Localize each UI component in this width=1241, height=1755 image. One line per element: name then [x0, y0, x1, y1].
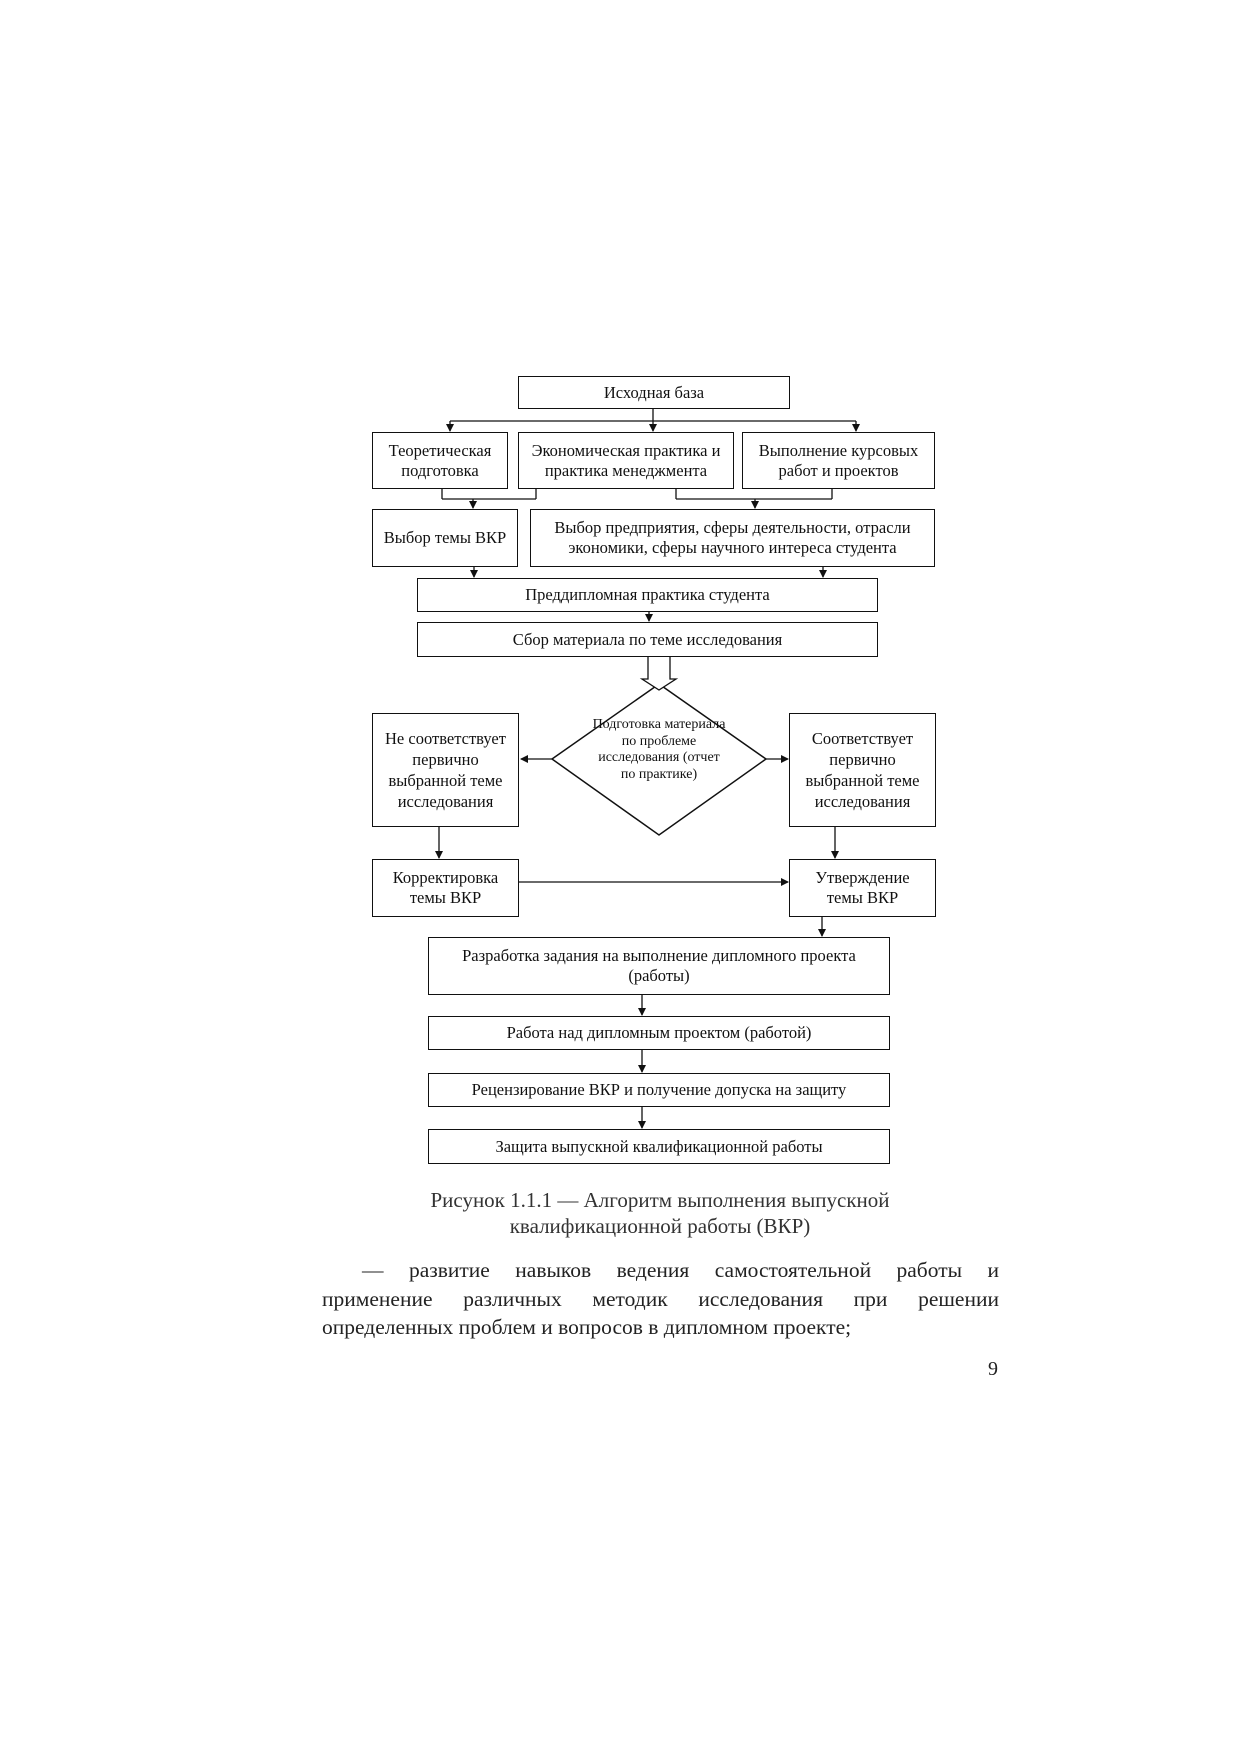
node-topic-choice: Выбор темы ВКР — [372, 509, 518, 567]
node-source-base: Исходная база — [518, 376, 790, 409]
figure-caption-line-2: квалификационной работы (ВКР) — [509, 1214, 811, 1238]
paragraph-line-2: применение различных методик исследовани… — [322, 1286, 999, 1311]
node-coursework: Выполнение курсовых работ и проектов — [742, 432, 935, 489]
decision-text: Подготовка материала по проблеме исследо… — [592, 717, 726, 782]
node-theory: Теоретическая подготовка — [372, 432, 508, 489]
figure-caption-line-1: Рисунок 1.1.1 — Алгоритм выполнения выпу… — [430, 1188, 890, 1212]
paragraph-line-1: — развитие навыков ведения самостоятельн… — [362, 1258, 999, 1282]
node-econ-practice: Экономическая практика и практика менедж… — [518, 432, 734, 489]
node-approval: Утверждение темы ВКР — [789, 859, 936, 917]
body-paragraph: — развитие навыков ведения самостоятельн… — [322, 1256, 999, 1342]
node-defense: Защита выпускной квалификационной работы — [428, 1129, 890, 1164]
node-match: Соответствует первично выбранной теме ис… — [789, 713, 936, 827]
node-assignment: Разработка задания на выполнение дипломн… — [428, 937, 890, 995]
paragraph-line-3: определенных проблем и вопросов в диплом… — [322, 1315, 852, 1339]
node-enterprise-choice: Выбор предприятия, сферы деятельности, о… — [530, 509, 935, 567]
node-material-collection: Сбор материала по теме исследования — [417, 622, 878, 657]
page-number: 9 — [988, 1358, 998, 1380]
node-predip-practice: Преддипломная практика студента — [417, 578, 878, 612]
node-review: Рецензирование ВКР и получение допуска н… — [428, 1073, 890, 1107]
hollow-arrow-to-decision — [639, 657, 679, 691]
decision-diamond — [550, 683, 768, 836]
node-not-match: Не соответствует первично выбранной теме… — [372, 713, 519, 827]
node-correction: Корректировка темы ВКР — [372, 859, 519, 917]
node-work: Работа над дипломным проектом (работой) — [428, 1016, 890, 1050]
